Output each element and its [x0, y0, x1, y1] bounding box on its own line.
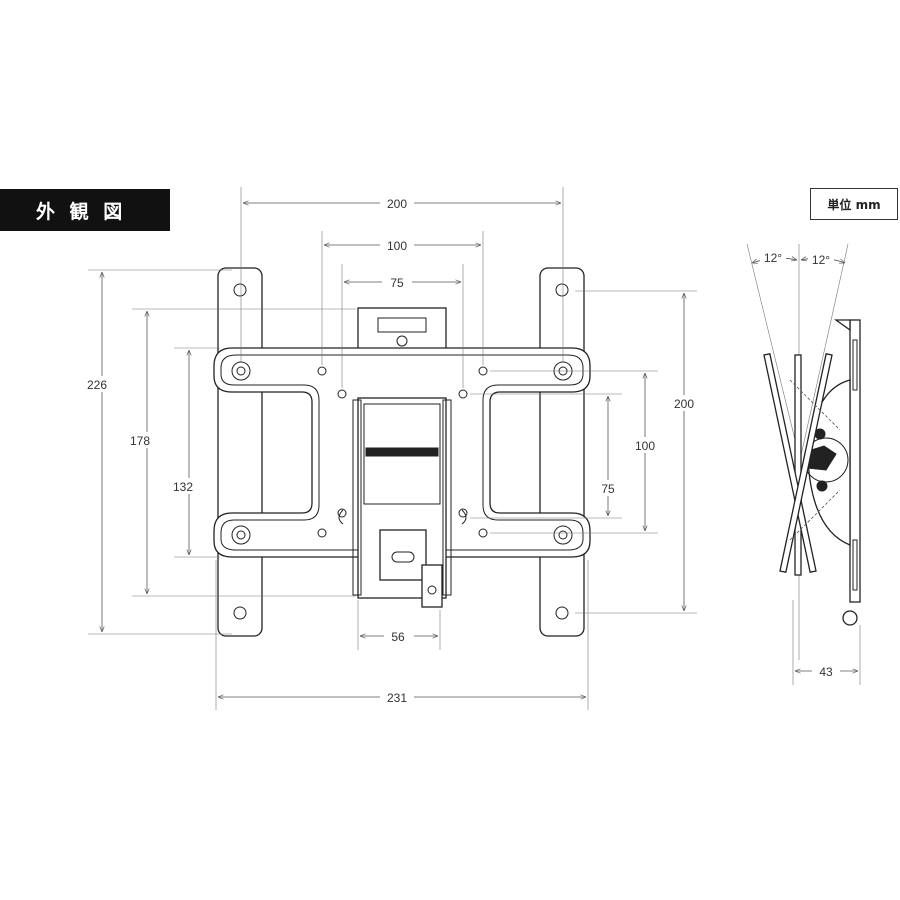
- wall-hole-bottom-left: [233, 606, 247, 620]
- bottom-bracket: [379, 529, 427, 581]
- side-hidden-lines: [789, 379, 841, 541]
- side-bracket-slot-bottom: [852, 539, 858, 591]
- wall-hole-bottom-right: [555, 606, 569, 620]
- vesa-hole-75-br: [458, 508, 468, 518]
- dim-label-100-right: 100: [635, 439, 655, 453]
- vesa-hole-100-bl: [317, 528, 327, 538]
- dim-label-100-top: 100: [387, 239, 407, 253]
- dim-right-group: 200 100 75: [470, 290, 700, 614]
- dim-label-56: 56: [391, 630, 405, 644]
- vesa-hole-100-br: [478, 528, 488, 538]
- vesa-hole-100-tl: [317, 366, 327, 376]
- dim-label-132: 132: [173, 480, 193, 494]
- side-plate-vertical: [794, 354, 802, 576]
- side-plate-tilt-back: [763, 353, 817, 573]
- dim-label-200-top: 200: [387, 197, 407, 211]
- arm-hook-right: [461, 509, 467, 525]
- dim-top-group: 200 100 75: [240, 187, 564, 388]
- bottom-bracket-slot: [391, 551, 415, 563]
- side-view: 12° 12° 43: [746, 243, 861, 685]
- front-view: [213, 267, 591, 637]
- side-wall-bracket: [849, 319, 861, 603]
- vesa-hole-75-tr: [458, 389, 468, 399]
- tilt-label-right: 12°: [812, 253, 830, 267]
- side-bracket-top-tip: [833, 319, 851, 332]
- dim-label-43: 43: [819, 665, 833, 679]
- arm-rail-left: [352, 399, 362, 596]
- unit-label-box: 単位 mm: [810, 188, 898, 220]
- vesa-hole-200-bl-inner: [236, 530, 246, 540]
- center-arm-inner: [363, 403, 441, 505]
- tilt-line-right: [799, 243, 849, 461]
- center-crossbar: [365, 447, 439, 457]
- top-hinge-bolt: [396, 335, 408, 347]
- dim-bottom-group: 56 231: [215, 560, 589, 710]
- vesa-hole-200-tl-inner: [236, 366, 246, 376]
- vesa-hole-200-br-inner: [558, 530, 568, 540]
- vesa-hole-75-bl: [337, 508, 347, 518]
- section-title-text: 外 観 図: [36, 200, 127, 223]
- dim-label-178: 178: [130, 434, 150, 448]
- arm-hook-left: [338, 509, 344, 525]
- dim-label-200-right: 200: [674, 397, 694, 411]
- wall-plate-left: [217, 267, 263, 637]
- dim-label-75-right: 75: [601, 482, 615, 496]
- unit-label: 単位 mm: [827, 197, 881, 212]
- dim-label-226: 226: [87, 378, 107, 392]
- arm-rail-right: [442, 399, 452, 596]
- vesa-hole-75-tl: [337, 389, 347, 399]
- vesa-hole-200-bl: [231, 525, 251, 545]
- dim-label-75-top: 75: [390, 276, 404, 290]
- top-hinge-slot: [377, 317, 427, 333]
- dim-label-231: 231: [387, 691, 407, 705]
- section-title: 外 観 図: [0, 189, 170, 231]
- side-plate-tilt-forward: [779, 353, 833, 573]
- wall-hole-top-left: [233, 283, 247, 297]
- vesa-plate-inner-edge: [220, 354, 584, 551]
- tilt-knob-screw: [427, 585, 437, 595]
- wall-hole-top-right: [555, 283, 569, 297]
- side-bracket-slot-top: [852, 339, 858, 391]
- side-bracket-foot: [842, 610, 858, 626]
- vesa-hole-100-tr: [478, 366, 488, 376]
- vesa-hole-200-br: [553, 525, 573, 545]
- top-hinge-block: [357, 307, 447, 351]
- wall-plate-right: [539, 267, 585, 637]
- tilt-label-left: 12°: [764, 251, 782, 265]
- side-pivot-bolt-bottom: [816, 480, 828, 492]
- dim-left-group: 226 178 132: [86, 269, 356, 635]
- tilt-line-left: [746, 243, 801, 461]
